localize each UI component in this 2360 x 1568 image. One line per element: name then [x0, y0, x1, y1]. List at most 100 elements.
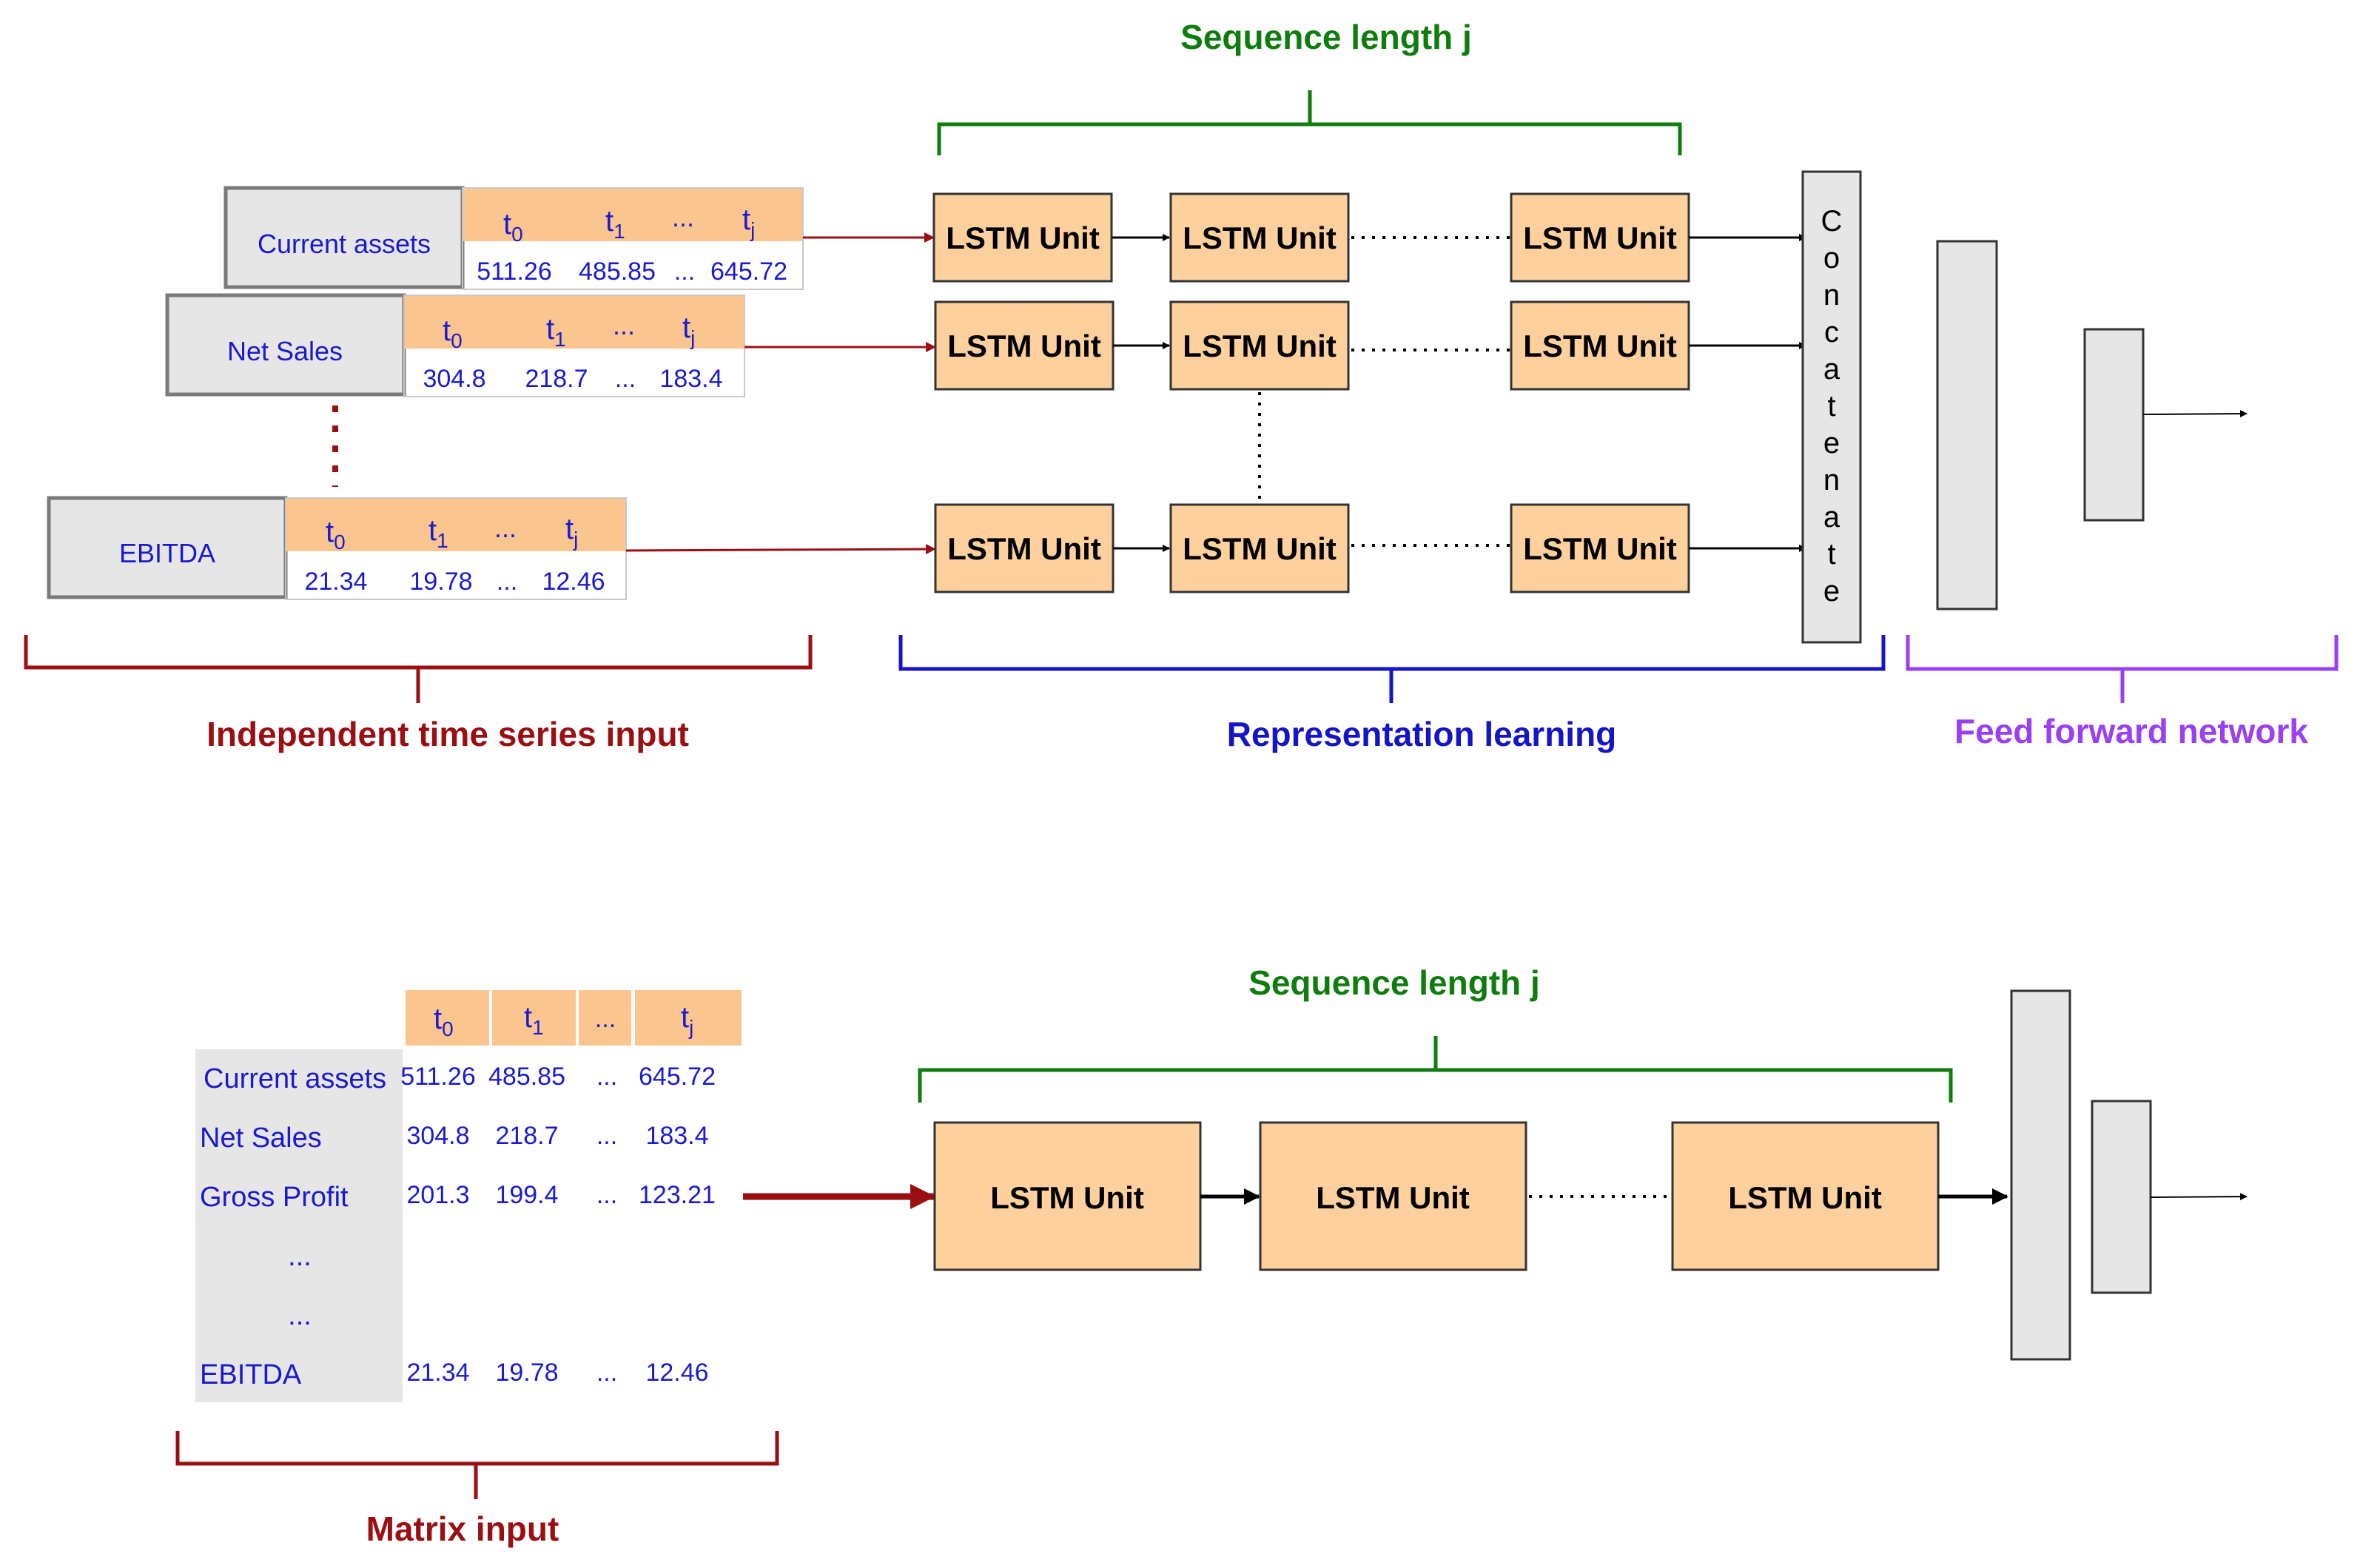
matrix-cell-value: 645.72	[639, 1063, 716, 1091]
value: 218.7	[525, 365, 588, 393]
lstm-unit	[1259, 1121, 1527, 1271]
feed-forward-label: Feed forward network	[1954, 712, 2308, 750]
matrix-cell-value: 199.4	[495, 1181, 558, 1209]
header-t1: t1	[428, 514, 448, 552]
concatenate-letter: c	[1824, 316, 1839, 349]
lstm-unit-label: LSTM Unit	[1728, 1180, 1882, 1215]
lstm-unit-label: LSTM Unit	[1523, 221, 1677, 255]
lstm-unit-label: LSTM Unit	[947, 329, 1101, 363]
matrix-cell-value: 218.7	[495, 1122, 558, 1150]
lstm-unit	[1671, 1121, 1940, 1271]
matrix-header-ellipsis: ...	[595, 1005, 616, 1033]
matrix-cell-value: 304.8	[406, 1122, 469, 1150]
concatenate-letter: C	[1821, 205, 1843, 238]
matrix-header-cell	[635, 990, 742, 1046]
concatenate-letter: n	[1823, 279, 1840, 312]
feed-forward-network-top	[1936, 240, 2248, 610]
sequence-length-label-top: Sequence length j	[1180, 18, 1472, 56]
matrix-row-name: ...	[288, 1300, 312, 1331]
matrix-cell-value: 201.3	[406, 1181, 469, 1209]
matrix-cell-value: 511.26	[400, 1063, 475, 1091]
concatenate-letter: e	[1823, 575, 1840, 608]
lstm-unit	[1169, 300, 1350, 391]
lstm-unit-label: LSTM Unit	[946, 221, 1100, 255]
concatenate-letter: a	[1823, 501, 1840, 534]
lstm-unit-label: LSTM Unit	[1183, 221, 1337, 255]
lstm-unit-label: LSTM Unit	[990, 1180, 1144, 1215]
concatenate-letter: o	[1823, 242, 1840, 275]
header-ellipsis: ...	[494, 513, 517, 543]
matrix-cell-value: ...	[596, 1122, 617, 1150]
lstm-unit	[1169, 192, 1350, 283]
lstm-row-2: LSTM Unit LSTM Unit LSTM Unit	[934, 300, 1806, 391]
representation-learning-brace: Representation learning	[898, 635, 1886, 753]
value: ...	[615, 365, 636, 393]
input-series-ebitda: EBITDA t0 t1 ... tj 21.34 19.78 ... 12.4…	[47, 496, 627, 600]
value: 19.78	[409, 568, 472, 596]
dense-layer	[1936, 240, 1998, 610]
sequence-length-label-bottom: Sequence length j	[1248, 963, 1540, 1002]
dense-layer	[2010, 989, 2071, 1361]
lstm-unit-label: LSTM Unit	[1523, 329, 1677, 363]
concatenate-letter: t	[1827, 538, 1835, 571]
value: 12.46	[542, 568, 605, 596]
matrix-row-name: Current assets	[204, 1063, 386, 1094]
value: ...	[497, 568, 517, 596]
independent-input-brace: Independent time series input	[24, 635, 813, 753]
lstm-row-1: LSTM Unit LSTM Unit LSTM Unit	[932, 192, 1806, 283]
concatenate-letter: e	[1823, 427, 1840, 460]
feed-forward-brace: Feed forward network	[1906, 635, 2339, 750]
lstm-unit	[934, 300, 1115, 391]
representation-learning-label: Representation learning	[1227, 715, 1617, 753]
concatenate-letter: a	[1823, 353, 1840, 386]
matrix-header-cell	[406, 990, 489, 1046]
header-ellipsis: ...	[672, 202, 694, 232]
lstm-unit	[1169, 503, 1350, 593]
lstm-row-bottom: LSTM Unit LSTM Unit LSTM Unit	[933, 1121, 2008, 1271]
matrix-row-name: EBITDA	[200, 1359, 302, 1390]
value: 485.85	[579, 258, 656, 286]
lstm-unit-label: LSTM Unit	[1523, 531, 1677, 566]
input-series-current-assets: Current assets t0 t1 ... tj 511.26 485.8…	[223, 186, 804, 290]
lstm-unit	[932, 192, 1113, 283]
matrix-row-name: Net Sales	[200, 1123, 322, 1154]
lstm-unit	[934, 503, 1115, 593]
matrix-cell-value: 21.34	[406, 1359, 469, 1387]
sequence-length-bracket-top: Sequence length j	[937, 18, 1682, 155]
matrix-cell-value: 485.85	[488, 1063, 565, 1091]
matrix-cell-value: ...	[596, 1063, 617, 1091]
independent-input-label: Independent time series input	[206, 715, 689, 753]
concatenate-letter: t	[1827, 390, 1835, 423]
lstm-unit-label: LSTM Unit	[1183, 329, 1337, 363]
value: 511.26	[477, 258, 551, 286]
dense-layer	[2083, 328, 2145, 522]
lstm-unit-label: LSTM Unit	[947, 531, 1101, 566]
value: ...	[674, 258, 695, 286]
matrix-cell-value: ...	[596, 1181, 617, 1209]
value: 183.4	[659, 365, 722, 393]
value: 645.72	[710, 258, 787, 286]
input-series-net-sales: Net Sales t0 t1 ... tj 304.8 218.7 ... 1…	[165, 293, 745, 397]
matrix-input-brace: Matrix input	[175, 1431, 779, 1548]
series-name: EBITDA	[119, 538, 215, 568]
feed-forward-network-bottom	[2010, 989, 2248, 1361]
matrix-cell-value: 123.21	[639, 1181, 716, 1209]
matrix-row-name-column	[195, 1049, 403, 1402]
value: 21.34	[304, 568, 367, 596]
matrix-input-label: Matrix input	[366, 1510, 559, 1548]
input-arrow	[625, 544, 936, 555]
matrix-header-cell	[492, 990, 576, 1046]
series-name: Net Sales	[227, 336, 343, 366]
value: 304.8	[423, 365, 485, 393]
matrix-header-cell	[579, 990, 631, 1046]
concatenate-letter: n	[1823, 464, 1840, 497]
lstm-unit-label: LSTM Unit	[1183, 531, 1337, 566]
lstm-unit	[933, 1121, 1202, 1271]
matrix-cell-value: 19.78	[495, 1359, 558, 1387]
matrix-row-name: Gross Profit	[200, 1182, 349, 1213]
lstm-unit-label: LSTM Unit	[1316, 1180, 1470, 1215]
dense-layer	[2091, 1100, 2152, 1294]
